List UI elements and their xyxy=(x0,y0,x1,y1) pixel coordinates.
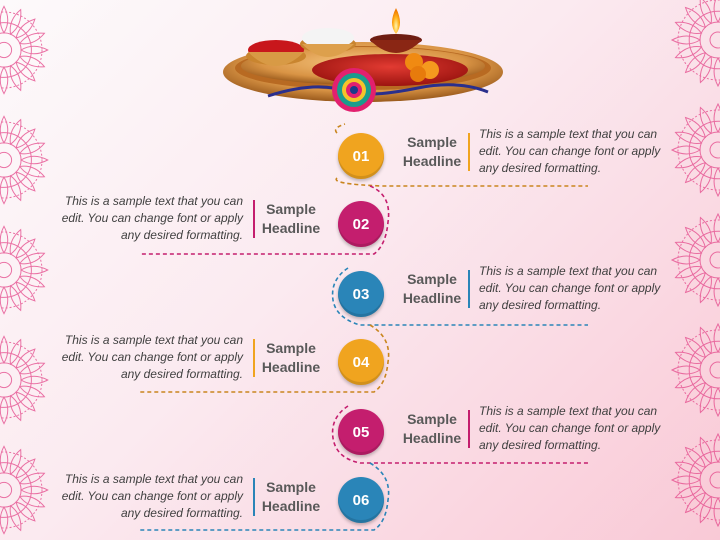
headline-line1: Sample xyxy=(266,479,316,495)
headline-line1: Sample xyxy=(266,201,316,217)
step-headline: Sample Headline xyxy=(397,133,467,171)
step-divider xyxy=(253,200,255,238)
step-headline: Sample Headline xyxy=(256,339,326,377)
step-headline: Sample Headline xyxy=(397,270,467,308)
headline-line2: Headline xyxy=(402,153,462,169)
step-number-badge: 05 xyxy=(338,409,384,455)
step-description: This is a sample text that you can edit.… xyxy=(479,264,661,312)
step-headline: Sample Headline xyxy=(256,200,326,238)
headline-line2: Headline xyxy=(261,498,321,514)
step-divider xyxy=(468,270,470,308)
step-number-badge: 06 xyxy=(338,477,384,523)
step-description: This is a sample text that you can edit.… xyxy=(61,194,243,242)
step-headline: Sample Headline xyxy=(397,410,467,448)
step-divider xyxy=(253,339,255,377)
mandala-ornament-left xyxy=(0,5,49,535)
step-number-badge: 04 xyxy=(338,339,384,385)
mandala-ornament-right xyxy=(670,0,720,528)
puja-thali-illustration xyxy=(223,8,503,112)
step-divider xyxy=(468,133,470,171)
step-description: This is a sample text that you can edit.… xyxy=(479,404,661,452)
headline-line1: Sample xyxy=(407,411,457,427)
step-description: This is a sample text that you can edit.… xyxy=(479,127,661,175)
step-number-badge: 02 xyxy=(338,201,384,247)
headline-line2: Headline xyxy=(261,220,321,236)
headline-line2: Headline xyxy=(402,290,462,306)
step-headline: Sample Headline xyxy=(256,478,326,516)
step-divider xyxy=(253,478,255,516)
step-number-badge: 03 xyxy=(338,271,384,317)
headline-line1: Sample xyxy=(407,271,457,287)
step-description: This is a sample text that you can edit.… xyxy=(61,333,243,381)
headline-line1: Sample xyxy=(266,340,316,356)
step-divider xyxy=(468,410,470,448)
headline-line2: Headline xyxy=(402,430,462,446)
step-description: This is a sample text that you can edit.… xyxy=(61,472,243,520)
headline-line1: Sample xyxy=(407,134,457,150)
step-number-badge: 01 xyxy=(338,133,384,179)
headline-line2: Headline xyxy=(261,359,321,375)
